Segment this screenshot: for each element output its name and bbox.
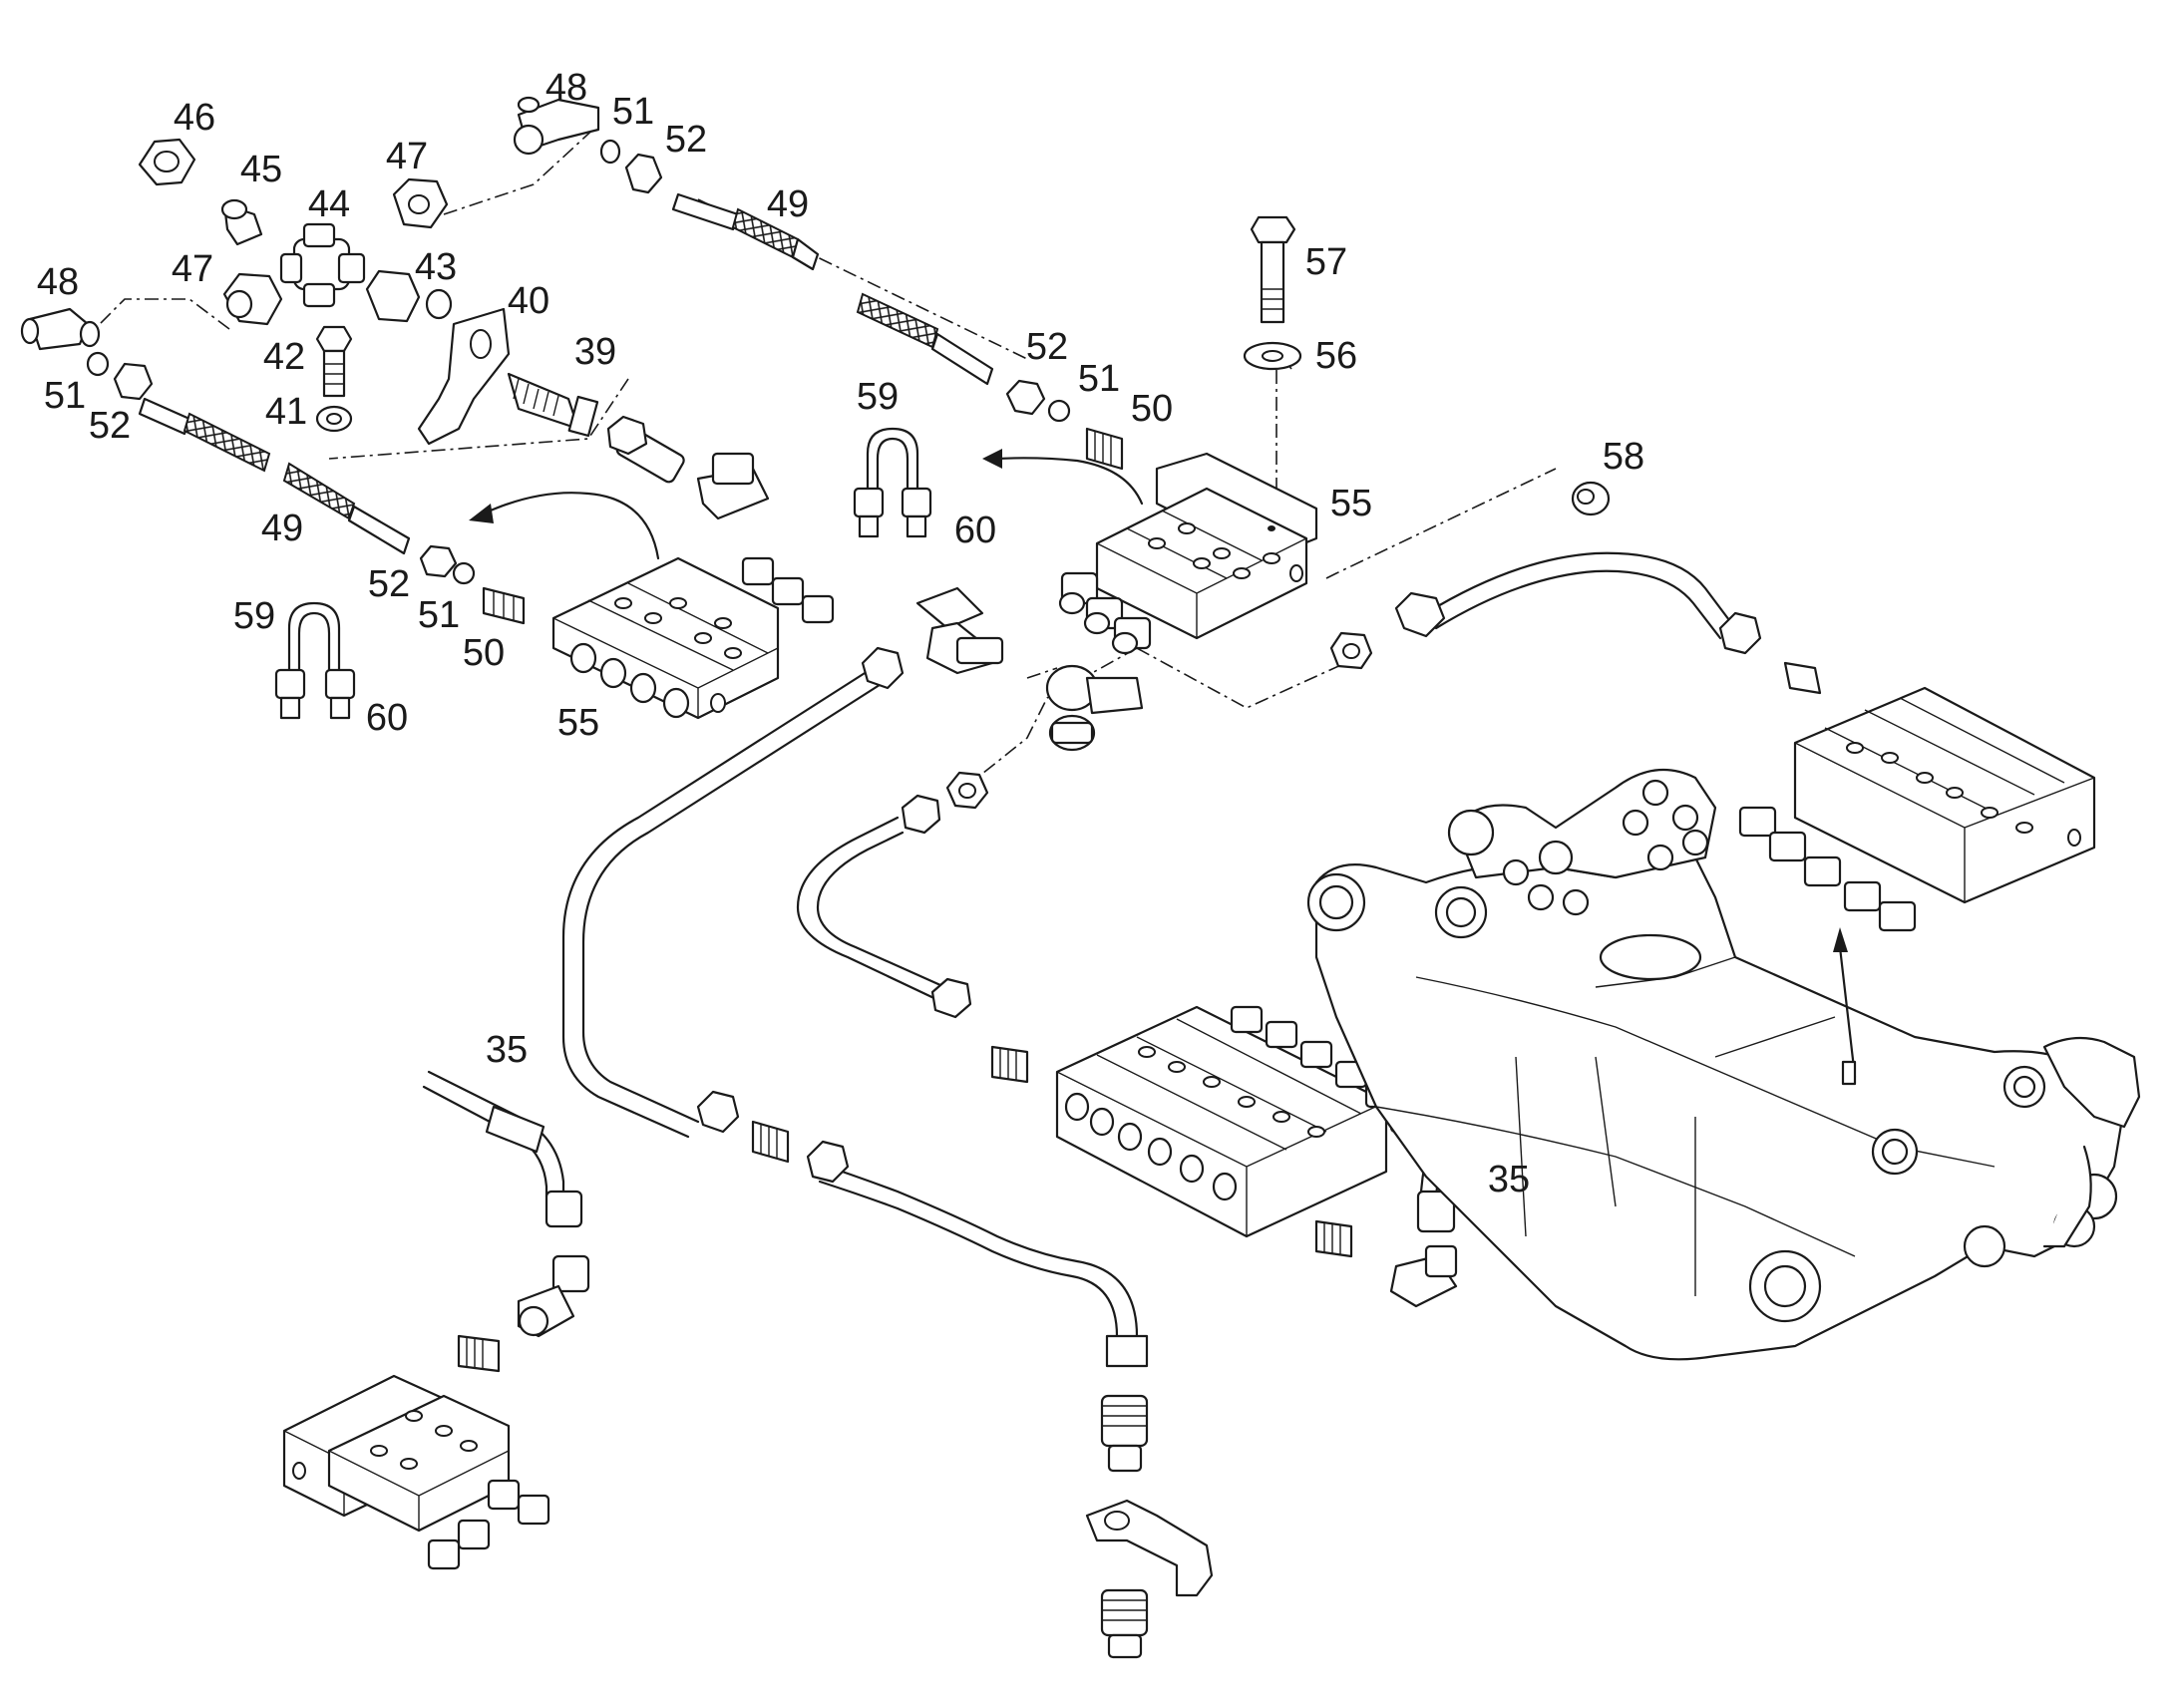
bracket-40 [417, 307, 511, 446]
callout-40: 40 [507, 280, 550, 322]
callout-43: 43 [414, 246, 458, 288]
elbow-48-left [20, 307, 101, 351]
adapter-bottom-1 [1100, 1394, 1149, 1473]
nut-52-top [624, 153, 663, 194]
u-tube-59-upper [853, 427, 932, 538]
callout-48: 48 [36, 261, 80, 303]
callout-50: 50 [1130, 388, 1174, 430]
callout-47: 47 [171, 248, 214, 290]
ring-51-mid [452, 561, 476, 585]
callout-60: 60 [953, 510, 997, 551]
adapter-50-right [1085, 427, 1124, 471]
callout-56: 56 [1314, 335, 1358, 377]
callout-44: 44 [307, 183, 351, 225]
adapter-center-3 [1314, 1219, 1353, 1258]
callout-46: 46 [173, 97, 216, 139]
distributor-block-center-lower [1055, 1005, 1423, 1238]
boom-head-plates [1447, 768, 1717, 916]
adapter-50-mid [482, 586, 526, 625]
callout-47: 47 [385, 136, 429, 177]
hose-49-upper [671, 192, 994, 386]
distributor-block-right [1738, 686, 2096, 932]
callout-52: 52 [88, 405, 132, 447]
nut-52-left [113, 362, 154, 401]
nut-47-top [392, 177, 449, 229]
callout-51: 51 [611, 91, 655, 133]
callout-35: 35 [1487, 1159, 1531, 1200]
boom-head-right [2042, 1036, 2141, 1248]
callout-52: 52 [664, 119, 708, 161]
callout-50: 50 [462, 632, 506, 674]
fitting-39 [507, 372, 599, 438]
adapter-lower-left [457, 1334, 501, 1373]
hose-35-left [422, 1070, 583, 1228]
washer-41 [315, 405, 353, 433]
hose-long-middle [796, 794, 972, 1019]
bracket-bottom [1085, 1499, 1214, 1597]
callout-52: 52 [1025, 326, 1069, 368]
hose-long-right [1394, 551, 1822, 695]
ring-51-top [599, 139, 621, 165]
washer-56 [1243, 341, 1302, 371]
nut-46 [138, 138, 196, 186]
callout-55: 55 [1329, 483, 1373, 524]
callout-59: 59 [232, 595, 276, 637]
callout-51: 51 [417, 594, 461, 636]
callout-60: 60 [365, 697, 409, 739]
callout-51: 51 [43, 375, 87, 417]
callout-48: 48 [545, 67, 588, 109]
outlets-bottom-left-block [427, 1479, 550, 1570]
callout-42: 42 [262, 336, 306, 378]
elbow-lower-left [517, 1254, 590, 1338]
outlets-upper-block [1058, 571, 1152, 655]
ring-51-right [1047, 399, 1071, 423]
outlets-right-block [1738, 806, 1917, 932]
pipe-clip [606, 415, 770, 520]
adapter-center-2 [751, 1120, 790, 1164]
flow-arrows [469, 449, 1144, 560]
nut-52-right [1005, 379, 1046, 416]
tee-fitting-right [1045, 664, 1144, 752]
distributor-block-55-upper [1058, 452, 1318, 655]
adapter-center-1 [990, 1045, 1029, 1084]
callout-51: 51 [1077, 358, 1121, 400]
boom-arm-assembly [1306, 768, 2141, 1361]
hose-long-left [561, 646, 905, 1139]
outlets-lower-block [741, 556, 835, 624]
ring-51-left [86, 351, 110, 377]
cap-45 [220, 198, 263, 246]
callout-57: 57 [1304, 241, 1348, 283]
callout-35: 35 [485, 1029, 529, 1071]
bolt-57 [1250, 215, 1296, 324]
callout-52: 52 [367, 563, 411, 605]
callout-45: 45 [239, 149, 283, 190]
callout-49: 49 [766, 183, 810, 225]
callout-59: 59 [856, 376, 900, 418]
hose-49-lower [138, 397, 411, 555]
bolt-42 [315, 325, 353, 398]
callout-58: 58 [1602, 436, 1645, 478]
callout-39: 39 [573, 331, 617, 373]
nut-right-mid [1329, 631, 1373, 670]
adapter-bottom-2 [1100, 1588, 1149, 1659]
nut-center-low [945, 771, 989, 810]
nut-52-mid [419, 544, 458, 578]
hose-35-right [1389, 1095, 1458, 1308]
tee-fitting-center [915, 586, 1004, 675]
distributor-block-55-lower [551, 556, 835, 720]
callout-41: 41 [264, 391, 308, 433]
nut-43 [365, 269, 453, 323]
elbow-48-top [513, 96, 600, 156]
plug-58 [1571, 481, 1611, 516]
nut-47-left [222, 272, 283, 326]
hose-bottom-center [806, 1140, 1149, 1368]
cross-fitting-44 [279, 222, 366, 308]
distributor-block-bottom-left [282, 1374, 550, 1570]
callout-49: 49 [260, 508, 304, 549]
callout-55: 55 [556, 702, 600, 744]
u-tube-59-lower [274, 601, 356, 720]
